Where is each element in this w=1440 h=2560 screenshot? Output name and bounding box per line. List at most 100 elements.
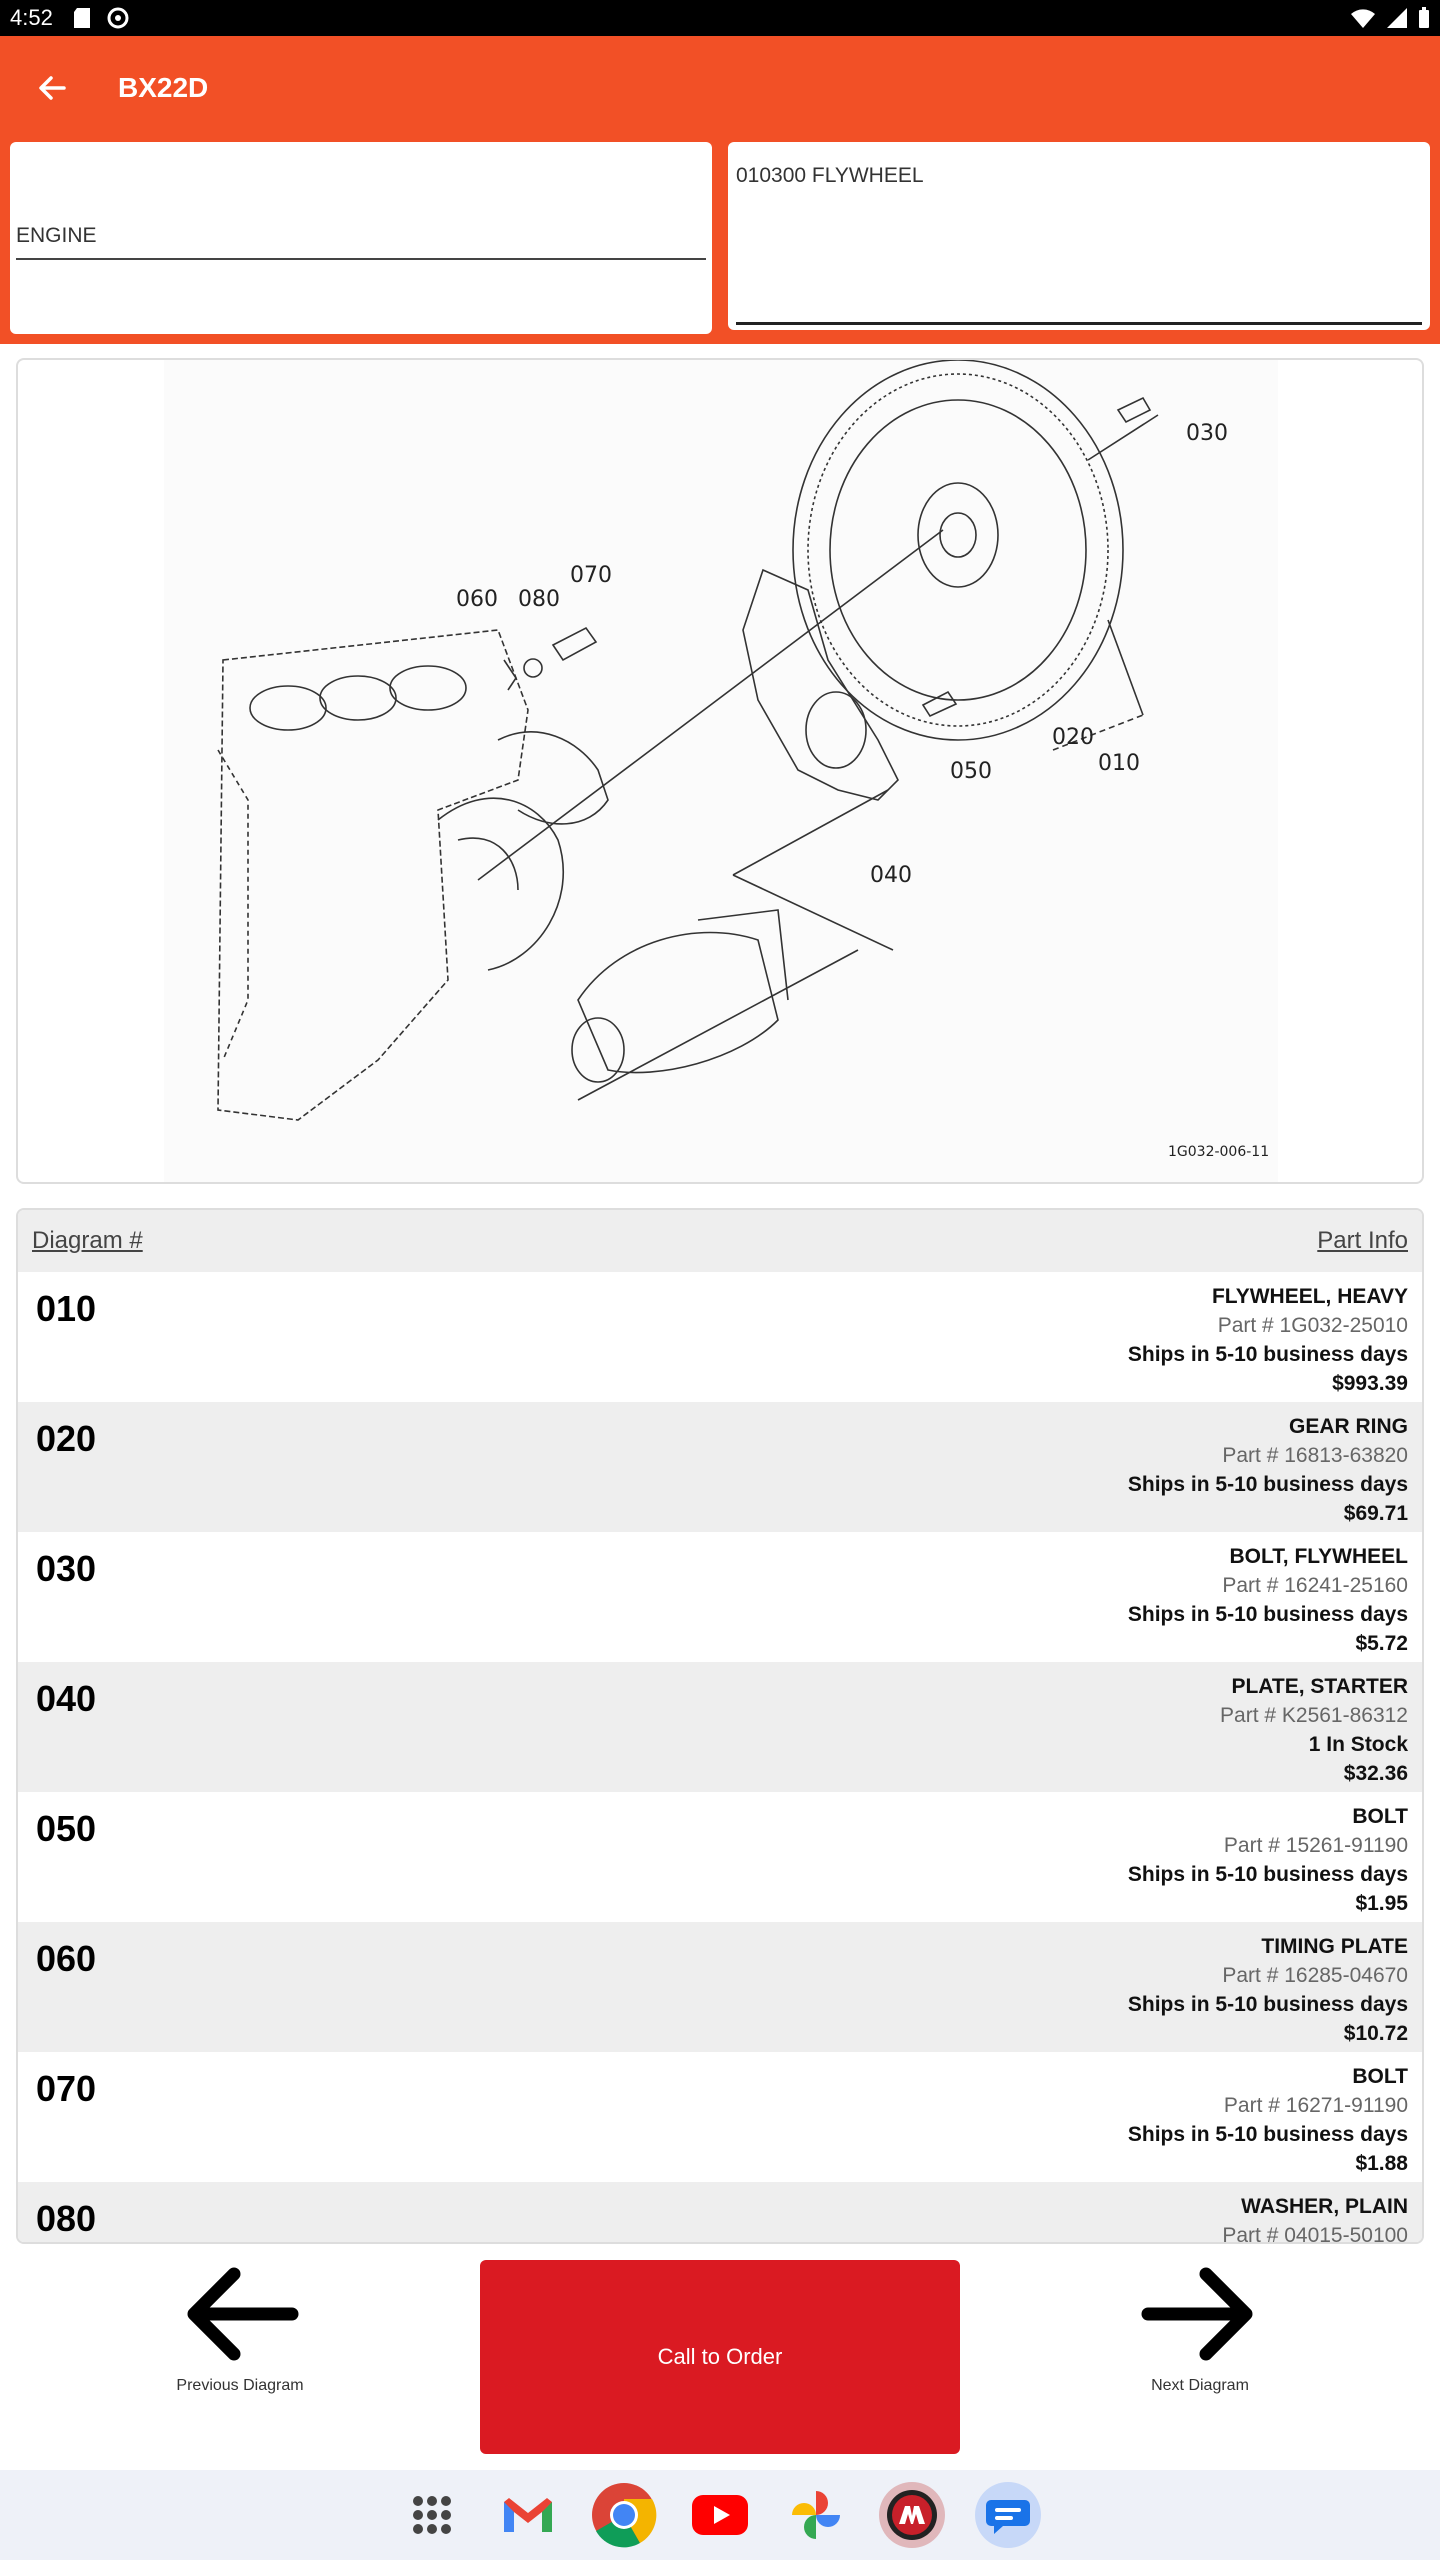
callout-060[interactable]: 060 xyxy=(456,587,498,612)
section-dropdown[interactable]: 010300 FLYWHEEL xyxy=(728,142,1430,330)
table-row[interactable]: 040 PLATE, STARTER Part # K2561-86312 1 In … xyxy=(18,1662,1422,1792)
battery-icon xyxy=(1419,7,1429,28)
section-value: 010300 FLYWHEEL xyxy=(736,164,924,187)
dealer-app-icon[interactable] xyxy=(879,2482,945,2548)
parts-header: Diagram # Part Info xyxy=(18,1210,1422,1272)
table-row[interactable]: 080 WASHER, PLAIN Part # 04015-50100 xyxy=(18,2182,1422,2244)
sync-icon xyxy=(107,7,129,29)
part-name: BOLT xyxy=(1352,1805,1408,1828)
photos-icon[interactable] xyxy=(783,2482,849,2548)
part-info: PLATE, STARTER Part # K2561-86312 1 In Sto… xyxy=(1220,1672,1408,1788)
availability: 1 In Stock xyxy=(1308,1733,1408,1756)
part-number: Part # 16285-04670 xyxy=(1222,1964,1408,1987)
status-time: 4:52 xyxy=(10,5,53,30)
diagram-number: 030 xyxy=(36,1548,97,1589)
callout-040[interactable]: 040 xyxy=(870,863,912,888)
part-name: FLYWHEEL, HEAVY xyxy=(1211,1285,1408,1308)
availability: Ships in 5-10 business days xyxy=(1127,1603,1408,1626)
availability: Ships in 5-10 business days xyxy=(1127,2123,1408,2146)
gmail-icon[interactable] xyxy=(495,2482,561,2548)
parts-diagram[interactable]: 030 060 080 070 020 010 050 040 1G032-00… xyxy=(16,358,1424,1184)
price: $5.72 xyxy=(1355,1632,1408,1655)
wifi-icon xyxy=(1351,9,1375,28)
part-number: Part # 15261-91190 xyxy=(1223,1834,1408,1857)
diagram-number: 060 xyxy=(36,1938,97,1979)
category-underline xyxy=(16,258,706,260)
callout-010[interactable]: 010 xyxy=(1098,751,1140,776)
callout-050[interactable]: 050 xyxy=(950,759,992,784)
price: $1.95 xyxy=(1355,1892,1408,1915)
next-diagram-button[interactable]: Next Diagram xyxy=(1120,2262,1280,2395)
availability: Ships in 5-10 business days xyxy=(1127,1863,1408,1886)
price: $993.39 xyxy=(1332,1372,1408,1395)
part-name: TIMING PLATE xyxy=(1261,1935,1408,1958)
part-number: Part # 04015-50100 xyxy=(1222,2224,1408,2244)
bottom-nav: Previous Diagram Call to Order Next Diag… xyxy=(0,2244,1440,2470)
app-drawer-glyph xyxy=(413,2496,451,2534)
header-diagram-number[interactable]: Diagram # xyxy=(32,1227,143,1254)
section-underline xyxy=(736,322,1422,325)
call-to-order-button[interactable]: Call to Order xyxy=(480,2260,960,2454)
part-name: WASHER, PLAIN xyxy=(1241,2195,1408,2218)
previous-diagram-label: Previous Diagram xyxy=(176,2377,304,2394)
messages-glyph xyxy=(986,2500,1030,2534)
availability: Ships in 5-10 business days xyxy=(1127,1993,1408,2016)
arrow-back-icon xyxy=(39,76,66,100)
diagram-number: 050 xyxy=(36,1808,97,1849)
youtube-icon[interactable] xyxy=(687,2482,753,2548)
part-number: Part # 16813-63820 xyxy=(1222,1444,1408,1467)
status-bar: 4:52 xyxy=(0,0,1440,36)
availability: Ships in 5-10 business days xyxy=(1127,1473,1408,1496)
callout-020[interactable]: 020 xyxy=(1052,725,1094,750)
diagram-number: 080 xyxy=(36,2198,97,2239)
messages-icon[interactable] xyxy=(975,2482,1041,2548)
part-number: Part # 16271-91190 xyxy=(1223,2094,1408,2117)
part-number: Part # K2561-86312 xyxy=(1220,1704,1408,1727)
header-part-info[interactable]: Part Info xyxy=(1317,1227,1408,1254)
part-name: BOLT xyxy=(1352,2065,1408,2088)
category-dropdown[interactable]: ENGINE xyxy=(10,142,712,334)
app-drawer-icon[interactable] xyxy=(399,2482,465,2548)
gmail-glyph xyxy=(504,2498,552,2532)
callout-030[interactable]: 030 xyxy=(1186,421,1228,446)
part-info: WASHER, PLAIN Part # 04015-50100 xyxy=(1222,2192,1408,2244)
diagram-number: 020 xyxy=(36,1418,97,1459)
back-button[interactable] xyxy=(0,36,104,140)
diagram-number: 040 xyxy=(36,1678,97,1719)
arrow-left-icon xyxy=(187,2267,299,2361)
app-bar: BX22D xyxy=(0,36,1440,140)
photos-glyph xyxy=(792,2491,840,2539)
callout-070[interactable]: 070 xyxy=(570,563,612,588)
page-title: BX22D xyxy=(118,72,209,103)
diagram-drawing: 030 060 080 070 020 010 050 040 1G032-00… xyxy=(164,360,1278,1182)
callout-080[interactable]: 080 xyxy=(518,587,560,612)
price: $32.36 xyxy=(1343,1762,1408,1785)
chrome-icon[interactable] xyxy=(591,2482,657,2548)
arrow-right-icon xyxy=(1141,2267,1253,2361)
selector-band: ENGINE 010300 FLYWHEEL xyxy=(0,140,1440,344)
next-diagram-label: Next Diagram xyxy=(1151,2377,1249,2394)
part-number: Part # 16241-25160 xyxy=(1222,1574,1408,1597)
part-name: PLATE, STARTER xyxy=(1231,1675,1408,1698)
sd-card-icon xyxy=(73,8,90,28)
part-name: GEAR RING xyxy=(1288,1415,1408,1438)
signal-icon xyxy=(1387,8,1407,28)
part-number: Part # 1G032-25010 xyxy=(1217,1314,1408,1337)
price: $10.72 xyxy=(1343,2022,1408,2045)
diagram-number: 070 xyxy=(36,2068,97,2109)
youtube-glyph xyxy=(692,2495,748,2535)
previous-diagram-button[interactable]: Previous Diagram xyxy=(160,2262,320,2395)
